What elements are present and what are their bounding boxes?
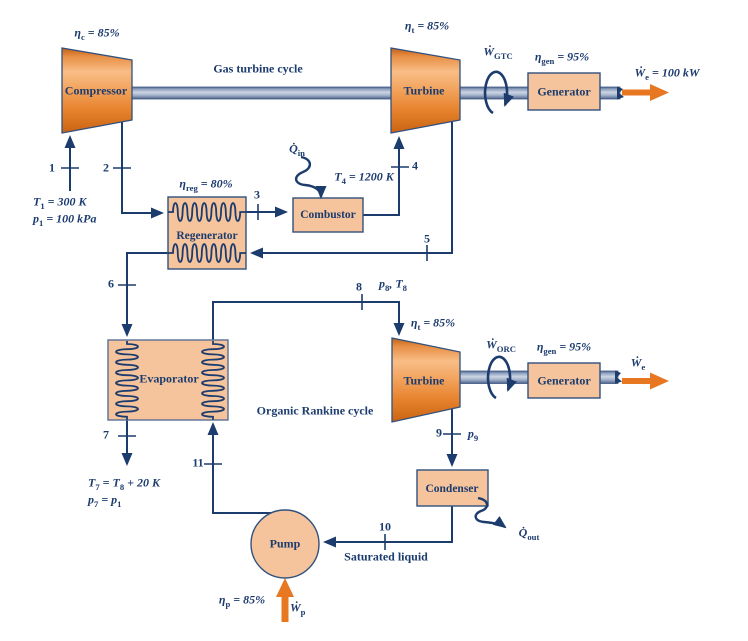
turbine-exit-pressure-label: p9 <box>467 426 479 444</box>
heat-input-label: Q̇in <box>289 141 305 159</box>
orc-shaft-work-label: ẆORC <box>486 337 516 355</box>
regenerator-effectiveness-label: ηreg = 80% <box>179 176 233 194</box>
condenser-box <box>416 469 489 507</box>
turbine-inlet-temp-label: T4 = 1200 K <box>334 169 394 187</box>
state-3-label: 3 <box>254 187 260 202</box>
gtc-generator-efficiency-label: ηgen = 95% <box>534 49 590 67</box>
compressor-label: Compressor <box>64 83 128 98</box>
state-2-label: 2 <box>103 160 109 175</box>
evaporator-exit-pressure-label: p7 = p1 <box>88 492 122 510</box>
orc-title-label: Organic Rankine cycle <box>256 403 374 418</box>
turbine-inlet-state-label: p8, T8 <box>379 276 407 294</box>
condenser-label: Condenser <box>425 482 479 495</box>
flow-line-state-11 <box>207 422 272 514</box>
flow-line-state-4 <box>363 136 405 216</box>
heat-exchanger-coils <box>115 202 247 420</box>
saturated-liquid-label: Saturated liquid <box>344 549 428 564</box>
state-ticks <box>61 166 461 550</box>
flow-line-state-6 <box>121 252 168 337</box>
inlet-temperature-label: T1 = 300 K <box>33 194 87 212</box>
orc-electric-output-label: Ẇe <box>630 355 646 373</box>
state-8-label: 8 <box>356 279 362 294</box>
state-11-label: 11 <box>192 455 204 470</box>
regenerator-top-coil <box>168 202 247 222</box>
state-4-label: 4 <box>412 158 418 173</box>
gtc-generator-box <box>527 72 601 111</box>
combustor-box <box>292 197 364 233</box>
pump-label: Pump <box>269 536 301 551</box>
flow-line-state-8 <box>212 301 405 340</box>
state-5-label: 5 <box>424 231 430 246</box>
gtc-electric-output-label: Ẇe = 100 kW <box>634 65 700 83</box>
orc-shaft-end-cap <box>615 370 622 384</box>
gtc-shaft-rotation-arrow <box>483 70 514 115</box>
gtc-shaft-work-label: ẆGTC <box>483 44 513 62</box>
orc-turbine-shape <box>391 337 461 423</box>
orc-generator-box <box>527 362 601 399</box>
flow-line-state-2 <box>121 121 164 219</box>
pump-work-input-label: Ẇp <box>290 600 306 618</box>
regenerator-label: Regenerator <box>176 229 238 242</box>
orc-turbine-efficiency-label: ηt = 85% <box>410 315 456 333</box>
flow-line-state-10 <box>323 506 453 548</box>
flow-lines <box>64 121 458 548</box>
state-10-label: 10 <box>379 519 391 534</box>
state-1-label: 1 <box>49 160 55 175</box>
gtc-generator-label: Generator <box>537 84 591 99</box>
gtc-title-label: Gas turbine cycle <box>213 61 303 76</box>
flow-line-state-5 <box>250 121 453 259</box>
evaporator-label: Evaporator <box>139 371 199 386</box>
gtc-electric-output-arrow <box>622 84 669 101</box>
heat-out-squiggle-arrow <box>474 496 507 529</box>
state-7-label: 7 <box>103 427 109 442</box>
pump-work-input-arrow <box>276 578 294 622</box>
orc-turbine-label: Turbine <box>403 373 445 388</box>
evaporator-right-coil <box>201 341 225 420</box>
gtc-turbine-label: Turbine <box>403 83 445 98</box>
gtc-turbine-efficiency-label: ηt = 85% <box>404 18 450 36</box>
state-6-label: 6 <box>108 276 114 291</box>
evaporator-left-coil <box>115 341 139 420</box>
regenerator-bottom-coil <box>168 243 247 263</box>
combustor-label: Combustor <box>300 208 356 221</box>
orc-electric-output-arrow <box>622 372 669 390</box>
pump-efficiency-label: ηp = 85% <box>218 592 266 610</box>
gtc-turbine-shape <box>390 47 461 134</box>
compressor-efficiency-label: ηc = 85% <box>74 25 120 43</box>
heat-rejection-label: Q̇out <box>518 525 540 543</box>
heat-in-squiggle-arrow <box>294 155 327 199</box>
compressor-shape <box>61 47 133 134</box>
orc-shaft-rotation-arrow <box>486 355 517 400</box>
inlet-pressure-label: p1 = 100 kPa <box>33 211 97 229</box>
state-9-label: 9 <box>436 425 442 440</box>
orc-generator-efficiency-label: ηgen = 95% <box>536 339 592 357</box>
orc-generator-label: Generator <box>537 373 591 388</box>
evaporator-exit-temperature-label: T7 = T8 + 20 K <box>88 475 160 493</box>
